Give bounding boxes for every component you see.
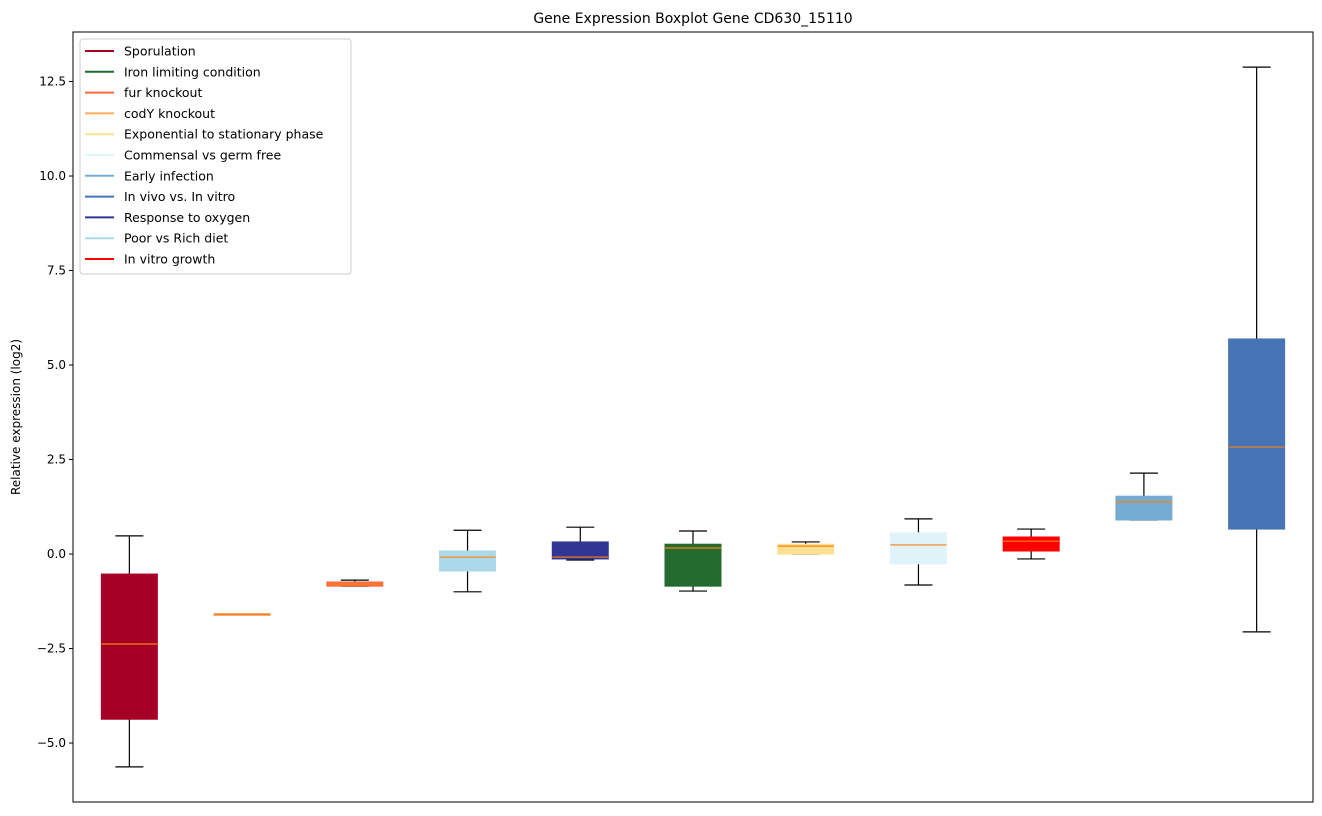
box-body bbox=[664, 543, 722, 587]
box-body bbox=[551, 541, 609, 560]
box-8 bbox=[1002, 528, 1060, 560]
chart-title: Gene Expression Boxplot Gene CD630_15110 bbox=[533, 11, 852, 27]
box-10 bbox=[1228, 66, 1286, 633]
legend-label: Sporulation bbox=[124, 44, 196, 59]
y-tick-label: −2.5 bbox=[37, 642, 66, 656]
box-4 bbox=[551, 526, 609, 561]
box-5 bbox=[664, 530, 722, 592]
legend-label: Response to oxygen bbox=[124, 210, 250, 225]
box-body bbox=[100, 573, 158, 720]
box-body bbox=[777, 543, 835, 555]
legend-label: In vitro growth bbox=[124, 252, 215, 267]
y-axis-label: Relative expression (log2) bbox=[9, 339, 23, 495]
y-tick-label: 0.0 bbox=[47, 547, 66, 561]
box-9 bbox=[1115, 472, 1173, 521]
legend-frame bbox=[79, 38, 352, 275]
box-body bbox=[1002, 536, 1060, 552]
box-1 bbox=[213, 613, 271, 616]
legend-label: Iron limiting condition bbox=[124, 64, 261, 79]
box-6 bbox=[777, 541, 835, 555]
legend-label: Exponential to stationary phase bbox=[124, 127, 324, 142]
box-0 bbox=[100, 535, 158, 768]
legend-label: fur knockout bbox=[124, 85, 202, 100]
y-tick-label: 7.5 bbox=[47, 264, 66, 278]
box-body bbox=[439, 550, 497, 572]
box-body bbox=[1115, 495, 1173, 521]
plot-frame bbox=[72, 31, 1314, 803]
box-2 bbox=[326, 579, 384, 587]
box-body bbox=[1228, 338, 1286, 530]
box-body bbox=[889, 532, 947, 565]
y-tick-label: 10.0 bbox=[39, 169, 66, 183]
y-tick-label: 5.0 bbox=[47, 358, 66, 372]
legend-label: Early infection bbox=[124, 168, 214, 183]
legend-label: In vivo vs. In vitro bbox=[124, 189, 235, 204]
y-tick-label: −5.0 bbox=[37, 736, 66, 750]
box-3 bbox=[439, 529, 497, 593]
legend-label: codY knockout bbox=[124, 106, 215, 121]
legend-label: Poor vs Rich diet bbox=[124, 231, 228, 246]
y-tick-label: 12.5 bbox=[39, 75, 66, 89]
y-tick-label: 2.5 bbox=[47, 453, 66, 467]
box-7 bbox=[889, 518, 947, 586]
legend-label: Commensal vs germ free bbox=[124, 148, 281, 163]
